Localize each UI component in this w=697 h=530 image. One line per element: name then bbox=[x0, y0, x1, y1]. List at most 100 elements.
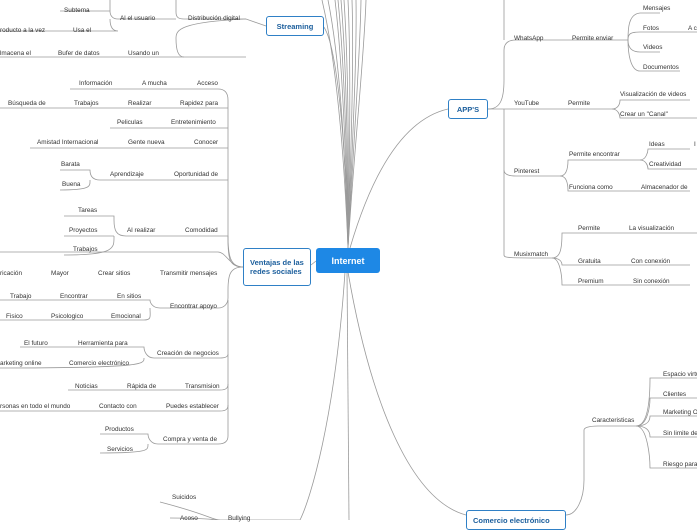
node-label[interactable]: Suicidos bbox=[172, 494, 197, 501]
connector bbox=[0, 307, 151, 321]
node-label[interactable]: Aprendizaje bbox=[110, 171, 144, 178]
node-label[interactable]: Contacto con bbox=[99, 403, 137, 410]
node-label[interactable]: Compra y venta de bbox=[163, 436, 217, 443]
node-label[interactable]: Al el usuario bbox=[120, 15, 156, 22]
node-label[interactable]: Encontrar apoyo bbox=[170, 303, 217, 310]
node-label[interactable]: rsonas en todo el mundo bbox=[0, 403, 71, 410]
node-label[interactable]: Sin conexión bbox=[633, 278, 670, 285]
node-label[interactable]: Peliculas bbox=[117, 119, 143, 126]
node-label[interactable]: Videos bbox=[643, 44, 663, 51]
node-label[interactable]: Transmision bbox=[185, 383, 220, 390]
node-label[interactable]: Gratuita bbox=[578, 258, 601, 265]
node-label[interactable]: Información bbox=[79, 80, 113, 87]
topic-streaming[interactable]: Streaming bbox=[266, 16, 324, 36]
node-label[interactable]: Trabajos bbox=[74, 100, 99, 107]
node-label[interactable]: Mensajes bbox=[643, 5, 671, 12]
node-label[interactable]: Oportunidad de bbox=[174, 171, 219, 178]
node-label[interactable]: Trabajos bbox=[73, 246, 98, 253]
node-label[interactable]: lmacena el bbox=[0, 50, 31, 57]
node-label[interactable]: Acceso bbox=[197, 80, 218, 87]
node-label[interactable]: Permite enviar bbox=[572, 35, 614, 42]
node-label[interactable]: Premium bbox=[578, 278, 604, 285]
node-label[interactable]: roducto a la vez bbox=[0, 27, 46, 34]
node-label[interactable]: Riesgo para bbox=[663, 461, 697, 468]
topic-comercio[interactable]: Comercio electrónico bbox=[466, 510, 566, 530]
node-label[interactable]: Clientes bbox=[663, 391, 687, 398]
node-label[interactable]: Crear un "Canal" bbox=[620, 111, 668, 118]
node-label[interactable]: Bullying bbox=[228, 515, 251, 522]
node-label[interactable]: La visualización bbox=[629, 225, 675, 232]
node-label[interactable]: WhatsApp bbox=[514, 35, 544, 42]
node-label[interactable]: Rápida de bbox=[127, 383, 157, 390]
node-label[interactable]: El futuro bbox=[24, 340, 48, 347]
node-label[interactable]: Acoso bbox=[180, 515, 198, 522]
node-label[interactable]: Sin limite de bbox=[663, 430, 697, 437]
node-label[interactable]: Amistad Internacional bbox=[37, 139, 99, 146]
connector bbox=[321, 0, 349, 249]
node-label[interactable]: Bufer de datos bbox=[58, 50, 100, 57]
topic-ventajas[interactable]: Ventajas de las redes sociales bbox=[243, 248, 311, 286]
node-label[interactable]: Trabajo bbox=[10, 293, 32, 300]
central-topic-internet[interactable]: Internet bbox=[316, 248, 380, 273]
node-label[interactable]: Fisico bbox=[6, 313, 23, 320]
node-label[interactable]: Emocional bbox=[111, 313, 141, 320]
node-label[interactable]: Servicios bbox=[107, 446, 133, 453]
node-label[interactable]: Noticias bbox=[75, 383, 98, 390]
node-label[interactable]: Mayor bbox=[51, 270, 69, 277]
node-label[interactable]: Creación de negocios bbox=[157, 350, 219, 357]
node-label[interactable]: Transmitir mensajes bbox=[160, 270, 218, 277]
node-label[interactable]: Visualización de videos bbox=[620, 91, 687, 98]
node-label[interactable]: arketing online bbox=[0, 360, 42, 367]
node-label[interactable]: Marketing O bbox=[663, 409, 697, 416]
node-label[interactable]: Al realizar bbox=[127, 227, 156, 234]
node-label[interactable]: Permite encontrar bbox=[569, 151, 620, 158]
node-label[interactable]: A c bbox=[688, 25, 697, 32]
node-label[interactable]: Entretenimiento bbox=[171, 119, 216, 126]
node-label[interactable]: ricación bbox=[0, 270, 23, 277]
node-label[interactable]: Usa el bbox=[73, 27, 92, 34]
node-label[interactable]: Subtema bbox=[64, 7, 90, 14]
node-label[interactable]: Productos bbox=[105, 426, 134, 433]
node-label[interactable]: YouTube bbox=[514, 100, 540, 107]
node-label[interactable]: Realizar bbox=[128, 100, 152, 107]
node-label[interactable]: A mucha bbox=[142, 80, 167, 87]
node-label[interactable]: Tareas bbox=[78, 207, 98, 214]
node-label[interactable]: Conocer bbox=[194, 139, 219, 146]
node-label[interactable]: Espacio virtu bbox=[663, 371, 697, 378]
connector bbox=[0, 18, 119, 32]
connector bbox=[0, 251, 244, 268]
connector bbox=[639, 159, 697, 170]
node-label[interactable]: Buena bbox=[62, 181, 81, 188]
node-label[interactable]: Creatividad bbox=[649, 161, 682, 168]
connector bbox=[347, 0, 367, 249]
node-label[interactable]: Permite bbox=[568, 100, 591, 107]
node-label[interactable]: Comodidad bbox=[185, 227, 218, 234]
node-label[interactable]: Almacenador de bbox=[641, 184, 688, 191]
node-label[interactable]: Comercio electrónico bbox=[69, 360, 130, 367]
node-label[interactable]: Herramienta para bbox=[78, 340, 128, 347]
node-label[interactable]: Fotos bbox=[643, 25, 659, 32]
node-label[interactable]: Caracteristicas bbox=[592, 417, 635, 424]
node-label[interactable]: Con conexión bbox=[631, 258, 671, 265]
node-label[interactable]: Búsqueda de bbox=[8, 100, 46, 107]
node-label[interactable]: Permite bbox=[578, 225, 601, 232]
node-label[interactable]: Usando un bbox=[128, 50, 159, 57]
node-label[interactable]: En sitios bbox=[117, 293, 142, 300]
node-label[interactable]: Gente nueva bbox=[128, 139, 165, 146]
node-label[interactable]: Crear sitios bbox=[98, 270, 131, 277]
connector bbox=[346, 271, 350, 520]
node-label[interactable]: Barata bbox=[61, 161, 80, 168]
node-label[interactable]: Psicologico bbox=[51, 313, 84, 320]
node-label[interactable]: Documentos bbox=[643, 64, 679, 71]
topic-apps[interactable]: APP'S bbox=[448, 99, 488, 119]
node-label[interactable]: I bbox=[694, 141, 696, 148]
node-label[interactable]: Funciona como bbox=[569, 184, 613, 191]
node-label[interactable]: Rapidez para bbox=[180, 100, 219, 107]
node-label[interactable]: Proyectos bbox=[69, 227, 98, 234]
node-label[interactable]: Pinterest bbox=[514, 168, 540, 175]
node-label[interactable]: Distribución digital bbox=[188, 15, 240, 22]
node-label[interactable]: Musixmatch bbox=[514, 251, 549, 258]
node-label[interactable]: Ideas bbox=[649, 141, 665, 148]
node-label[interactable]: Encontrar bbox=[60, 293, 88, 300]
node-label[interactable]: Puedes establecer bbox=[166, 403, 219, 410]
